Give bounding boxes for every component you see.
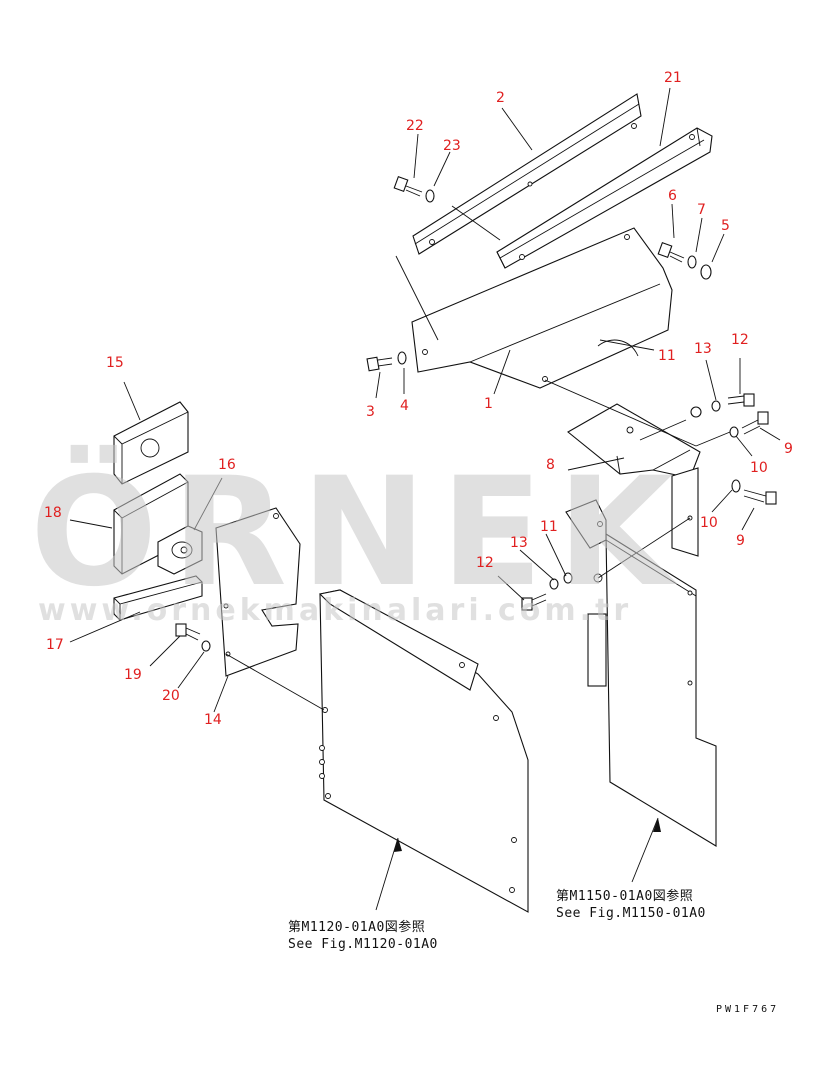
rail-part-21 [496,127,713,269]
watermark-brand: ÖRNEK [30,444,687,620]
drawing-code: PW1F767 [716,1004,779,1015]
bolt-12a [727,393,755,407]
part-label-13a: 13 [694,341,712,357]
part-label-23: 23 [443,138,461,154]
rail-part-2 [412,93,642,255]
bolt-22 [393,175,423,197]
watermark: ÖRNEK www.ornekmakinalari.com.tr [30,444,687,628]
washer-7 [687,255,697,269]
washer-5 [700,264,712,280]
part-label-2: 2 [496,90,505,106]
leader-lines [69,87,781,911]
part-label-12b: 12 [476,555,494,571]
part-label-15: 15 [106,355,124,371]
ref-left-en: See Fig.M1120-01A0 [288,937,438,952]
ref-right-jp: 第M1150-01A0図参照 [556,888,693,904]
reference-notes: 第M1120-01A0図参照 See Fig.M1120-01A0 第M1150… [288,888,779,1015]
part-label-1: 1 [484,396,493,412]
left-panel [318,589,529,913]
part-label-21: 21 [664,70,682,86]
grommet-part-16 [157,525,203,575]
bolt-19 [175,623,201,641]
part-label-8: 8 [546,457,555,473]
part-label-3: 3 [366,404,375,420]
washer-23 [425,189,435,203]
part-label-5: 5 [721,218,730,234]
part-label-6: 6 [668,188,677,204]
part-label-16: 16 [218,457,236,473]
bolt-9b [731,479,777,505]
bolt-12b [521,593,547,611]
bar-part-17 [113,575,203,621]
block-part-15 [113,401,189,485]
part-label-14: 14 [204,712,222,728]
part-label-10b: 10 [700,515,718,531]
ref-right-en: See Fig.M1150-01A0 [556,906,706,921]
bolt-6 [657,241,685,263]
part-label-12a: 12 [731,332,749,348]
right-panel [565,499,717,847]
part-label-19: 19 [124,667,142,683]
washer-20 [201,640,211,652]
part-label-4: 4 [400,398,409,414]
bracket-part-8 [567,403,701,479]
part-label-13b: 13 [510,535,528,551]
watermark-url: www.ornekmakinalari.com.tr [38,593,632,628]
washer-4 [397,351,407,365]
part-label-17: 17 [46,637,64,653]
bolt-3 [366,356,393,372]
part-label-11a: 11 [658,348,676,364]
part-label-9b: 9 [736,533,745,549]
part-label-20: 20 [162,688,180,704]
part-label-11b: 11 [540,519,558,535]
right-plate-upper [671,467,699,557]
ref-left-jp: 第M1120-01A0図参照 [288,919,425,935]
part-label-9a: 9 [784,441,793,457]
bolt-9a [729,411,769,438]
part-labels: 2 21 22 23 6 7 5 11 13 12 3 4 1 9 10 8 1… [44,70,793,728]
part-label-7: 7 [697,202,706,218]
part-label-22: 22 [406,118,424,134]
part-label-10a: 10 [750,460,768,476]
washer-10a [690,400,721,418]
part-label-18: 18 [44,505,62,521]
gasket-part-14 [215,507,301,677]
cover-part-1 [411,227,673,389]
assembly-lines [225,205,731,711]
